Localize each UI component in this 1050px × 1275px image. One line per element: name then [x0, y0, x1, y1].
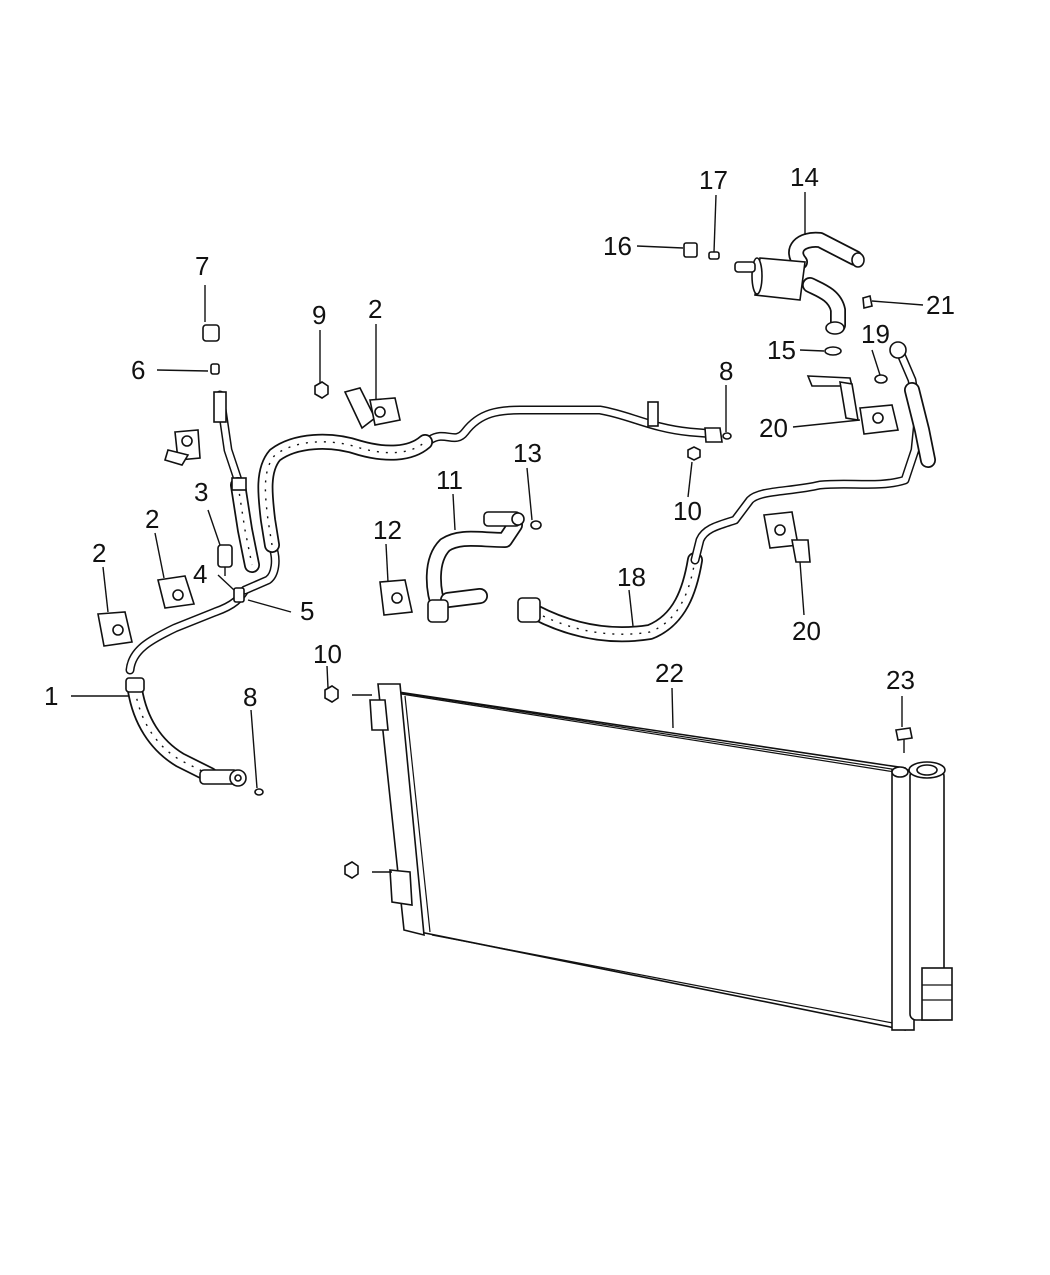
callout-12: 12: [373, 515, 402, 545]
bracket-20-bottom: [763, 511, 811, 563]
callout-16: 16: [603, 231, 632, 261]
sensor-3: [217, 544, 233, 576]
seal-19: [874, 374, 888, 384]
callout-5: 5: [300, 596, 314, 626]
callout-3: 3: [194, 477, 208, 507]
screw-23: [895, 727, 913, 753]
callout-20: 20: [759, 413, 788, 443]
callout-9: 9: [312, 300, 326, 330]
callout-19: 19: [861, 319, 890, 349]
nut-condenser-lower: [344, 861, 359, 879]
hose-line-1: [125, 585, 250, 787]
fitting-4: [233, 587, 245, 603]
callout-7: 7: [195, 251, 209, 281]
callout-20: 20: [792, 616, 821, 646]
oring-8-lower: [254, 788, 264, 796]
callout-10: 10: [313, 639, 342, 669]
callout-6: 6: [131, 355, 145, 385]
callout-17: 17: [699, 165, 728, 195]
callout-2: 2: [145, 504, 159, 534]
oring-13: [530, 520, 542, 530]
seal-15: [824, 346, 842, 356]
switch-7: [202, 324, 220, 342]
callout-18: 18: [617, 562, 646, 592]
hose-11: [425, 511, 525, 623]
bracket-2-top: [343, 387, 401, 430]
nut-9: [314, 381, 329, 399]
condenser: [352, 683, 953, 1031]
callout-13: 13: [513, 438, 542, 468]
leader-lines: [71, 192, 924, 789]
receiver-14: [734, 231, 865, 335]
clip-12: [379, 579, 413, 616]
callout-8: 8: [243, 682, 257, 712]
callout-2: 2: [368, 294, 382, 324]
callout-1: 1: [44, 681, 58, 711]
callout-21: 21: [926, 290, 955, 320]
callout-labels: 1 2 2 2 3 4 5 6 7 8 8 9 10 10 11 12 13 1…: [44, 162, 955, 712]
callout-4: 4: [193, 559, 207, 589]
bolt-21: [862, 294, 873, 310]
bracket-20-top: [806, 375, 899, 435]
nut-10-lower: [324, 685, 339, 703]
clip-2-left: [97, 611, 133, 647]
callout-15: 15: [767, 335, 796, 365]
callout-11: 11: [436, 465, 463, 495]
clip-2-mid: [157, 575, 196, 609]
callout-2: 2: [92, 538, 106, 568]
callout-10: 10: [673, 496, 702, 526]
nut-10-upper: [687, 446, 701, 461]
oring-8-upper: [722, 432, 732, 440]
hose-18: [517, 341, 936, 643]
callout-8: 8: [719, 356, 733, 386]
valve-core-17: [708, 251, 720, 260]
callout-22: 22: [655, 658, 684, 688]
bracket-upper-left: [164, 429, 201, 466]
callout-14: 14: [790, 162, 819, 192]
line-assembly-5: [213, 390, 723, 595]
cap-16: [683, 242, 698, 258]
callout-23: 23: [886, 665, 915, 695]
valve-core-6: [210, 363, 220, 375]
